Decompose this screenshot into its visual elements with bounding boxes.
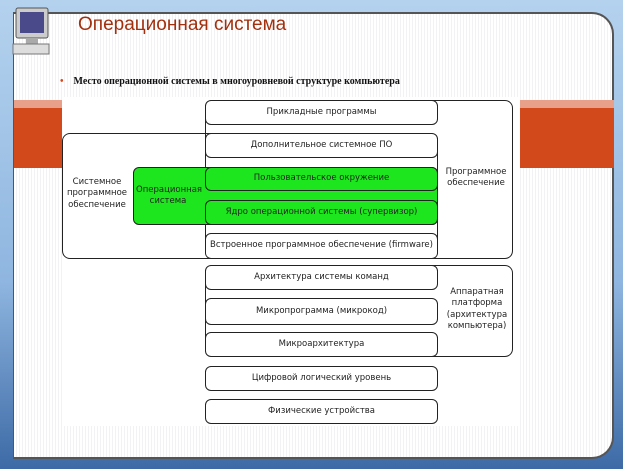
box-digital-logic: Цифровой логический уровень <box>205 366 438 391</box>
box-user-environment: Пользовательское окружение <box>205 167 438 191</box>
os-label: Операционная система <box>136 184 203 206</box>
system-software-label: Системное программное обеспечение <box>66 177 128 210</box>
hardware-platform-label: Аппаратная платформа (архитектура компью… <box>446 287 508 332</box>
box-firmware: Встроенное программное обеспечение (firm… <box>205 233 438 259</box>
box-extra-system-software: Дополнительное системное ПО <box>205 133 438 158</box>
diagram: Прикладные программы Дополнительное сист… <box>62 97 520 426</box>
box-microarchitecture: Микроархитектура <box>205 332 438 357</box>
slide-title: Операционная система <box>78 14 287 35</box>
box-physical-devices: Физические устройства <box>205 399 438 424</box>
box-isa: Архитектура системы команд <box>205 265 438 290</box>
bullet-text: •Место операционной системы в многоуровн… <box>60 76 400 87</box>
computer-icon <box>12 7 50 55</box>
software-label: Программное обеспечение <box>445 167 507 189</box>
box-kernel: Ядро операционной системы (супервизор) <box>205 200 438 225</box>
box-applications: Прикладные программы <box>205 100 438 125</box>
box-microprogram: Микропрограмма (микрокод) <box>205 298 438 325</box>
